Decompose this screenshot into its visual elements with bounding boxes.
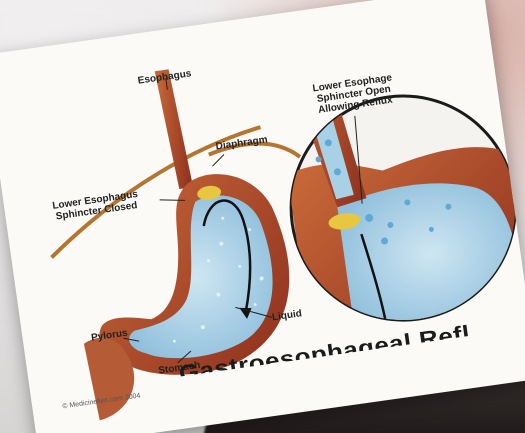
photo-scene: Esophagus Diaphragm Lower Esophagus Sphi… xyxy=(0,0,525,433)
illustration-card: Esophagus Diaphragm Lower Esophagus Sphi… xyxy=(0,0,525,433)
